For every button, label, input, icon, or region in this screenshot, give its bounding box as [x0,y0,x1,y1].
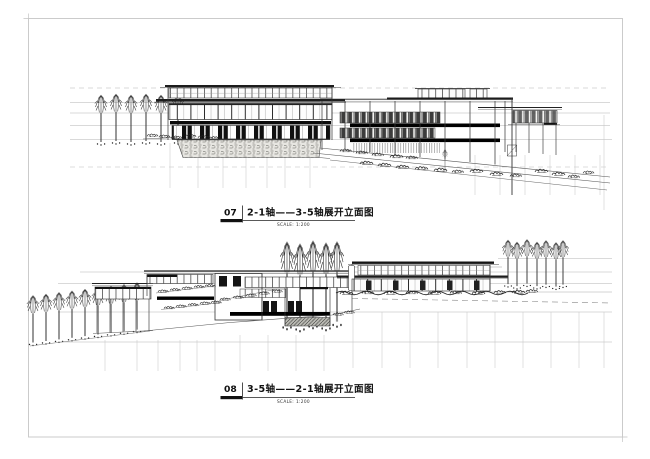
clerestory-band [168,87,333,99]
floor-slab-band [170,121,331,125]
stone-base [176,139,322,158]
slope-line-left [29,330,151,347]
grid-lines-08 [104,312,605,371]
upper-window-band [244,276,351,288]
right-wing-window-band [512,110,558,124]
grade-dashed-line [351,298,613,304]
left-building-07 [142,85,346,158]
left-wing-building-08 [92,282,154,334]
terrace-slab-upper [157,296,214,300]
elevation-08-drawing [26,239,613,371]
titleblock-bar [220,396,242,400]
clerestory-band [417,88,466,99]
figure-08-title: 3-5轴——2-1轴展开立面图 [247,383,374,395]
terrace-slab-lower [230,312,330,316]
wall-lines [146,264,353,326]
frame-corner-ticks [23,13,628,442]
right-building-07 [320,88,562,195]
figure-08-titleblock: 08 3-5轴——2-1轴展开立面图 SCALE: 1:200 [220,382,374,405]
figure-07-title: 2-1轴——3-5轴展开立面图 [247,206,374,218]
balcony-slab-lower [350,138,500,143]
grid-lines-07 [169,115,605,210]
sheet-border-frame [28,18,623,438]
columns [344,101,496,165]
figure-08-scale-label: SCALE: [277,399,294,405]
ground-slope-07 [312,147,611,191]
figure-07-scale-value: 1:200 [296,222,310,228]
trellis-band [352,143,440,153]
columns [96,299,150,333]
right-building-08 [335,261,529,296]
elevation-07-drawing [70,85,612,210]
titleblock-bar [220,219,242,223]
tree-row-right-08 [501,239,570,291]
figure-08-number: 08 [224,384,237,395]
window-band-lower [339,127,436,139]
figure-08-scale-value: 1:200 [296,399,310,405]
mid-window-row [239,288,287,298]
figure-07-titleblock: 07 2-1轴——3-5轴展开立面图 SCALE: 1:200 [220,205,374,228]
window-band-upper [339,111,441,124]
ground-slope [143,308,361,332]
figure-07-scale-label: SCALE: [277,222,294,228]
middle-building-08 [143,264,361,332]
balcony-slab-upper [350,123,500,128]
hatched-base [284,317,331,327]
figure-07-number: 07 [224,207,237,218]
lower-window-band [171,125,331,140]
upper-window-band [168,103,333,120]
